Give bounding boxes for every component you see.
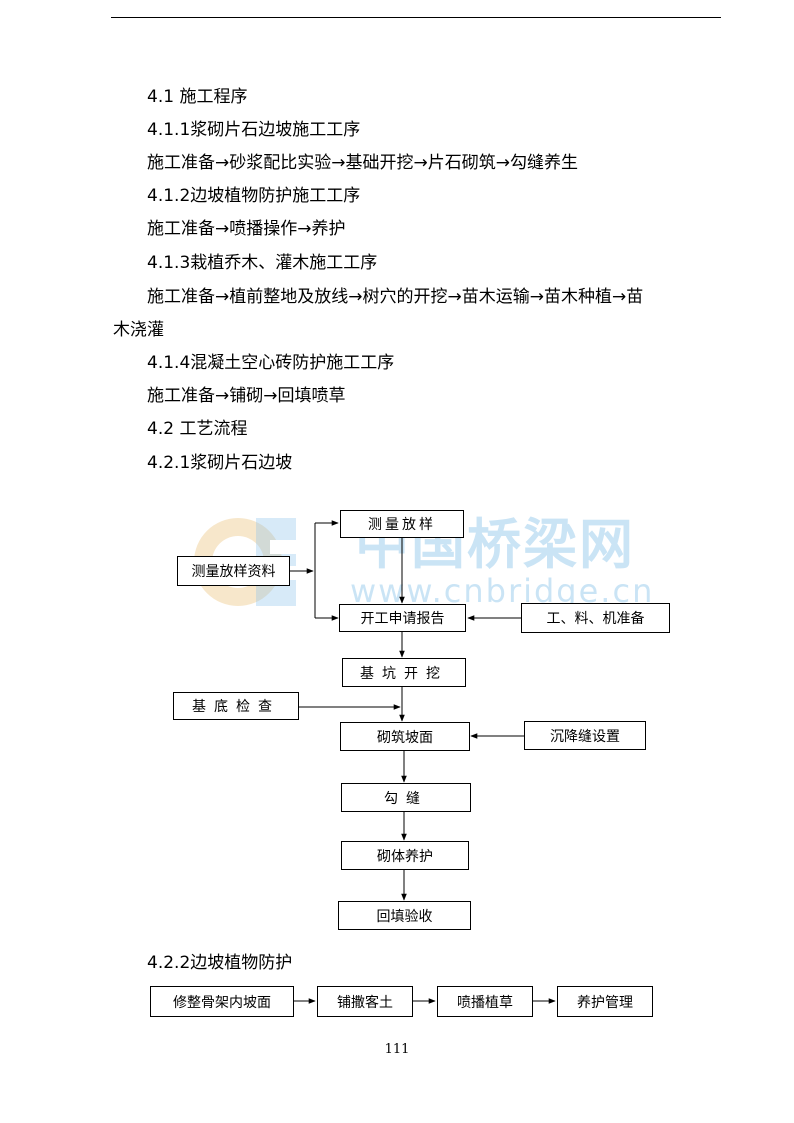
box-trim-slope: 修整骨架内坡面	[150, 986, 294, 1017]
box-spray-grass: 喷播植草	[437, 986, 533, 1017]
section-4-2-2-heading: 4.2.2边坡植物防护	[147, 953, 293, 973]
box-backfill-accept: 回填验收	[338, 901, 471, 930]
section-4-1-4-heading: 4.1.4混凝土空心砖防护施工工序	[147, 353, 395, 373]
section-4-2-1-heading: 4.2.1浆砌片石边坡	[147, 453, 293, 473]
box-joint-setting: 沉降缝设置	[524, 721, 646, 750]
box-pointing: 勾缝	[341, 783, 471, 812]
section-4-2-heading: 4.2 工艺流程	[147, 419, 248, 439]
process-4-1-4: 施工准备→铺砌→回填喷草	[147, 386, 346, 406]
box-masonry-cure: 砌体养护	[341, 841, 469, 870]
box-pit-excavation: 基坑开挖	[342, 658, 466, 687]
box-maintenance: 养护管理	[557, 986, 653, 1017]
section-4-1-3-heading: 4.1.3栽植乔木、灌木施工工序	[147, 253, 378, 273]
process-4-1-1: 施工准备→砂浆配比实验→基础开挖→片石砌筑→勾缝养生	[147, 153, 578, 173]
section-4-1-heading: 4.1 施工程序	[147, 87, 248, 107]
box-survey: 测量放样	[340, 510, 464, 538]
process-4-1-3-cont: 木浇灌	[113, 320, 164, 340]
box-build-slope: 砌筑坡面	[340, 722, 470, 751]
page-number: 111	[384, 1042, 410, 1057]
box-survey-data: 测量放样资料	[177, 556, 290, 586]
section-4-1-1-heading: 4.1.1浆砌片石边坡施工工序	[147, 120, 361, 140]
header-rule	[111, 17, 721, 18]
process-4-1-2: 施工准备→喷播操作→养护	[147, 219, 346, 239]
box-prep: 工、料、机准备	[521, 603, 670, 633]
box-spread-soil: 铺撒客土	[317, 986, 413, 1017]
process-4-1-3: 施工准备→植前整地及放线→树穴的开挖→苗木运输→苗木种植→苗	[147, 287, 644, 307]
box-apply-report: 开工申请报告	[339, 604, 466, 632]
section-4-1-2-heading: 4.1.2边坡植物防护施工工序	[147, 186, 361, 206]
box-base-check: 基底检查	[173, 692, 299, 720]
